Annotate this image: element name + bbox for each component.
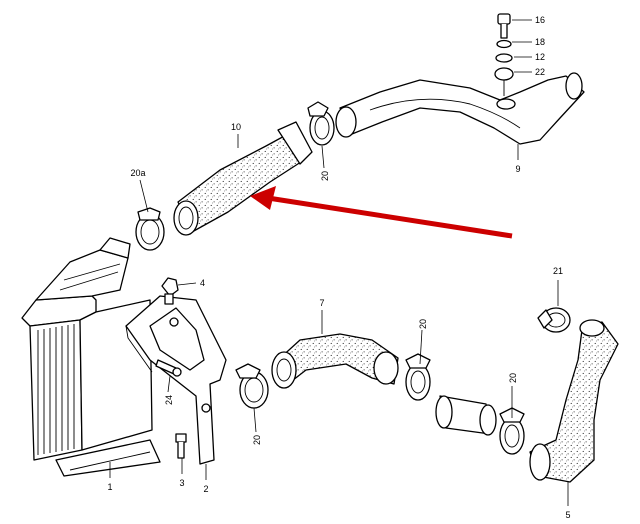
callout-21: 21 bbox=[553, 266, 563, 276]
callout-12: 12 bbox=[535, 52, 545, 62]
callout-4: 4 bbox=[200, 278, 205, 288]
hose-10 bbox=[173, 121, 313, 236]
bolt-3 bbox=[175, 433, 187, 459]
callout-10: 10 bbox=[231, 122, 241, 132]
callout-7: 7 bbox=[319, 298, 324, 308]
callout-1: 1 bbox=[107, 482, 112, 492]
callout-2: 2 bbox=[203, 484, 208, 494]
callout-3: 3 bbox=[179, 478, 184, 488]
fastener-stack bbox=[494, 13, 514, 96]
clamp-20-mid bbox=[405, 353, 431, 401]
callout-20-right: 20 bbox=[508, 373, 518, 383]
clamp-20-upper bbox=[307, 101, 335, 146]
callout-labels: 1 2 3 4 5 7 9 10 16 18 12 22 20a 20 20 2… bbox=[107, 15, 570, 520]
bolt-4 bbox=[161, 277, 179, 305]
bracket bbox=[125, 295, 227, 465]
hose-7 bbox=[271, 333, 399, 389]
callout-16: 16 bbox=[535, 15, 545, 25]
callout-9: 9 bbox=[515, 164, 520, 174]
callout-20a: 20a bbox=[130, 168, 145, 178]
callout-20-mid: 20 bbox=[418, 319, 428, 329]
clamp-20-left bbox=[235, 363, 269, 409]
connector-pipe bbox=[435, 395, 497, 436]
callout-22: 22 bbox=[535, 67, 545, 77]
intercooler bbox=[21, 237, 161, 477]
leader-lines bbox=[109, 19, 569, 506]
callout-20-upper: 20 bbox=[320, 171, 330, 181]
clamp-20-right bbox=[499, 407, 525, 455]
callout-18: 18 bbox=[535, 37, 545, 47]
red-arrow bbox=[250, 186, 513, 239]
clamp-20a bbox=[135, 207, 165, 251]
callout-20-left: 20 bbox=[252, 435, 262, 445]
hose-5 bbox=[529, 319, 619, 483]
screw-24 bbox=[155, 359, 182, 377]
callout-5: 5 bbox=[565, 510, 570, 520]
clamp-21 bbox=[537, 307, 571, 333]
pipe-9 bbox=[335, 72, 585, 145]
callout-24: 24 bbox=[164, 395, 174, 405]
